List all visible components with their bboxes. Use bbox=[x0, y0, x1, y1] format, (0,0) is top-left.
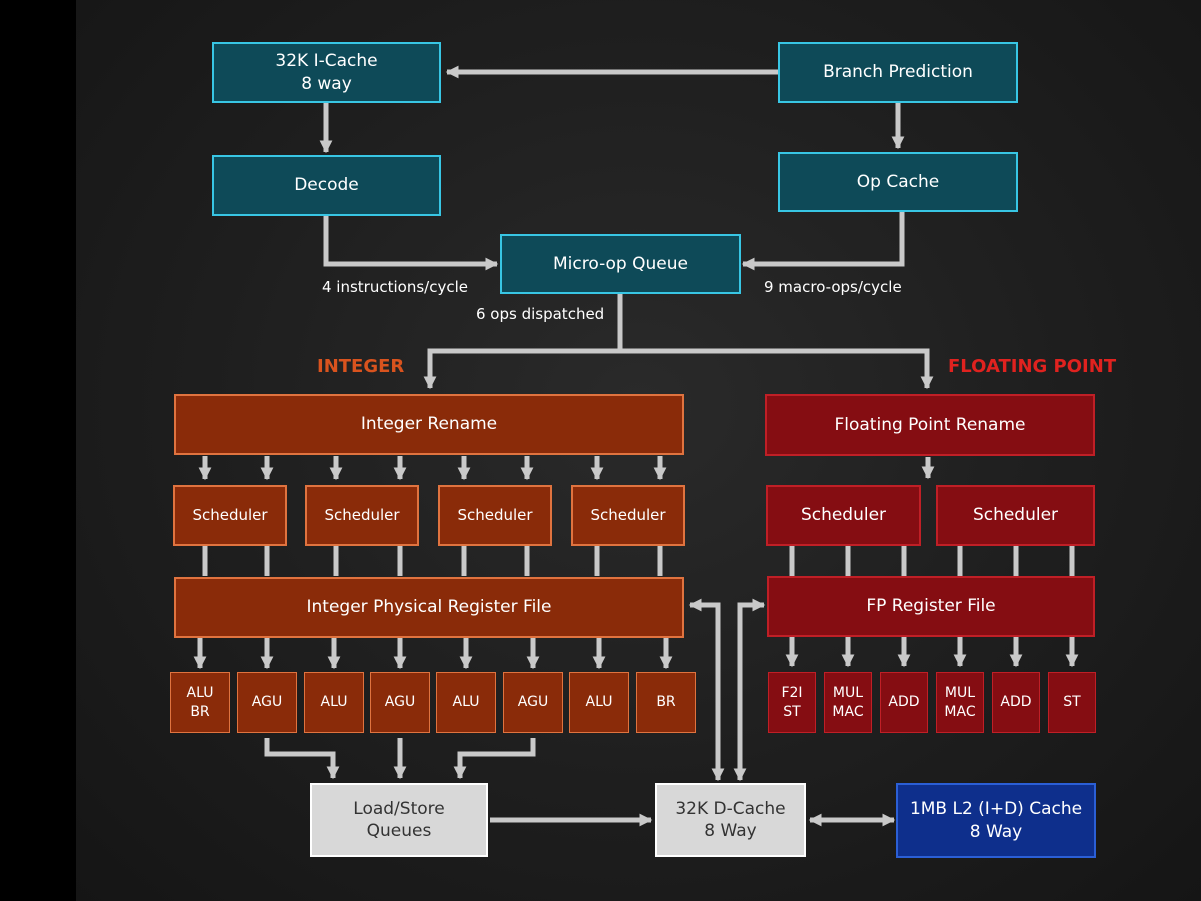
int-unit-agu-2: AGU bbox=[370, 672, 430, 733]
decode-rate-label: 4 instructions/cycle bbox=[322, 278, 468, 296]
dcache-box: 32K D-Cache 8 Way bbox=[655, 783, 806, 857]
arrow-queue-to-fp bbox=[620, 348, 934, 390]
opcache-rate-label: 9 macro-ops/cycle bbox=[764, 278, 902, 296]
decode-box: Decode bbox=[212, 155, 441, 216]
micro-op-queue-box: Micro-op Queue bbox=[500, 234, 741, 294]
integer-scheduler-2: Scheduler bbox=[305, 485, 419, 546]
fp-unit-f2i-st: F2I ST bbox=[768, 672, 816, 733]
fp-unit-st: ST bbox=[1048, 672, 1096, 733]
load-store-queues-box: Load/Store Queues bbox=[310, 783, 488, 857]
int-unit-agu-1: AGU bbox=[237, 672, 297, 733]
l2-cache-box: 1MB L2 (I+D) Cache 8 Way bbox=[896, 783, 1096, 858]
icache-box: 32K I-Cache 8 way bbox=[212, 42, 441, 103]
fp-scheduler-2: Scheduler bbox=[936, 485, 1095, 546]
fp-rename-box: Floating Point Rename bbox=[765, 394, 1095, 456]
arrow-intprf-dcache bbox=[688, 598, 725, 782]
floating-point-header: FLOATING POINT bbox=[948, 356, 1117, 377]
fp-unit-mul-mac-2: MUL MAC bbox=[936, 672, 984, 733]
int-unit-alu-3: ALU bbox=[436, 672, 496, 733]
op-cache-box: Op Cache bbox=[778, 152, 1018, 212]
arrow-opcache-to-queue bbox=[741, 212, 905, 271]
fp-unit-add-2: ADD bbox=[992, 672, 1040, 733]
integer-scheduler-4: Scheduler bbox=[571, 485, 685, 546]
fp-unit-mul-mac-1: MUL MAC bbox=[824, 672, 872, 733]
int-unit-alu-2: ALU bbox=[304, 672, 364, 733]
arrow-queue-to-integer bbox=[423, 294, 623, 390]
integer-header: INTEGER bbox=[317, 356, 405, 377]
branch-prediction-box: Branch Prediction bbox=[778, 42, 1018, 103]
integer-scheduler-1: Scheduler bbox=[173, 485, 287, 546]
int-unit-br: BR bbox=[636, 672, 696, 733]
int-unit-alu-br: ALU BR bbox=[170, 672, 230, 733]
int-unit-alu-4: ALU bbox=[569, 672, 629, 733]
integer-register-file-box: Integer Physical Register File bbox=[174, 577, 684, 638]
fp-unit-add-1: ADD bbox=[880, 672, 928, 733]
arrow-fprf-dcache bbox=[733, 598, 766, 782]
int-unit-agu-3: AGU bbox=[503, 672, 563, 733]
arrow-decode-to-queue bbox=[323, 216, 499, 271]
arrow-agu1-to-lsq bbox=[264, 738, 340, 780]
integer-rename-box: Integer Rename bbox=[174, 394, 684, 455]
fp-scheduler-1: Scheduler bbox=[766, 485, 921, 546]
dispatch-label: 6 ops dispatched bbox=[476, 305, 605, 323]
arrow-agu3-to-lsq bbox=[453, 738, 536, 780]
integer-scheduler-3: Scheduler bbox=[438, 485, 552, 546]
fp-register-file-box: FP Register File bbox=[767, 576, 1095, 637]
